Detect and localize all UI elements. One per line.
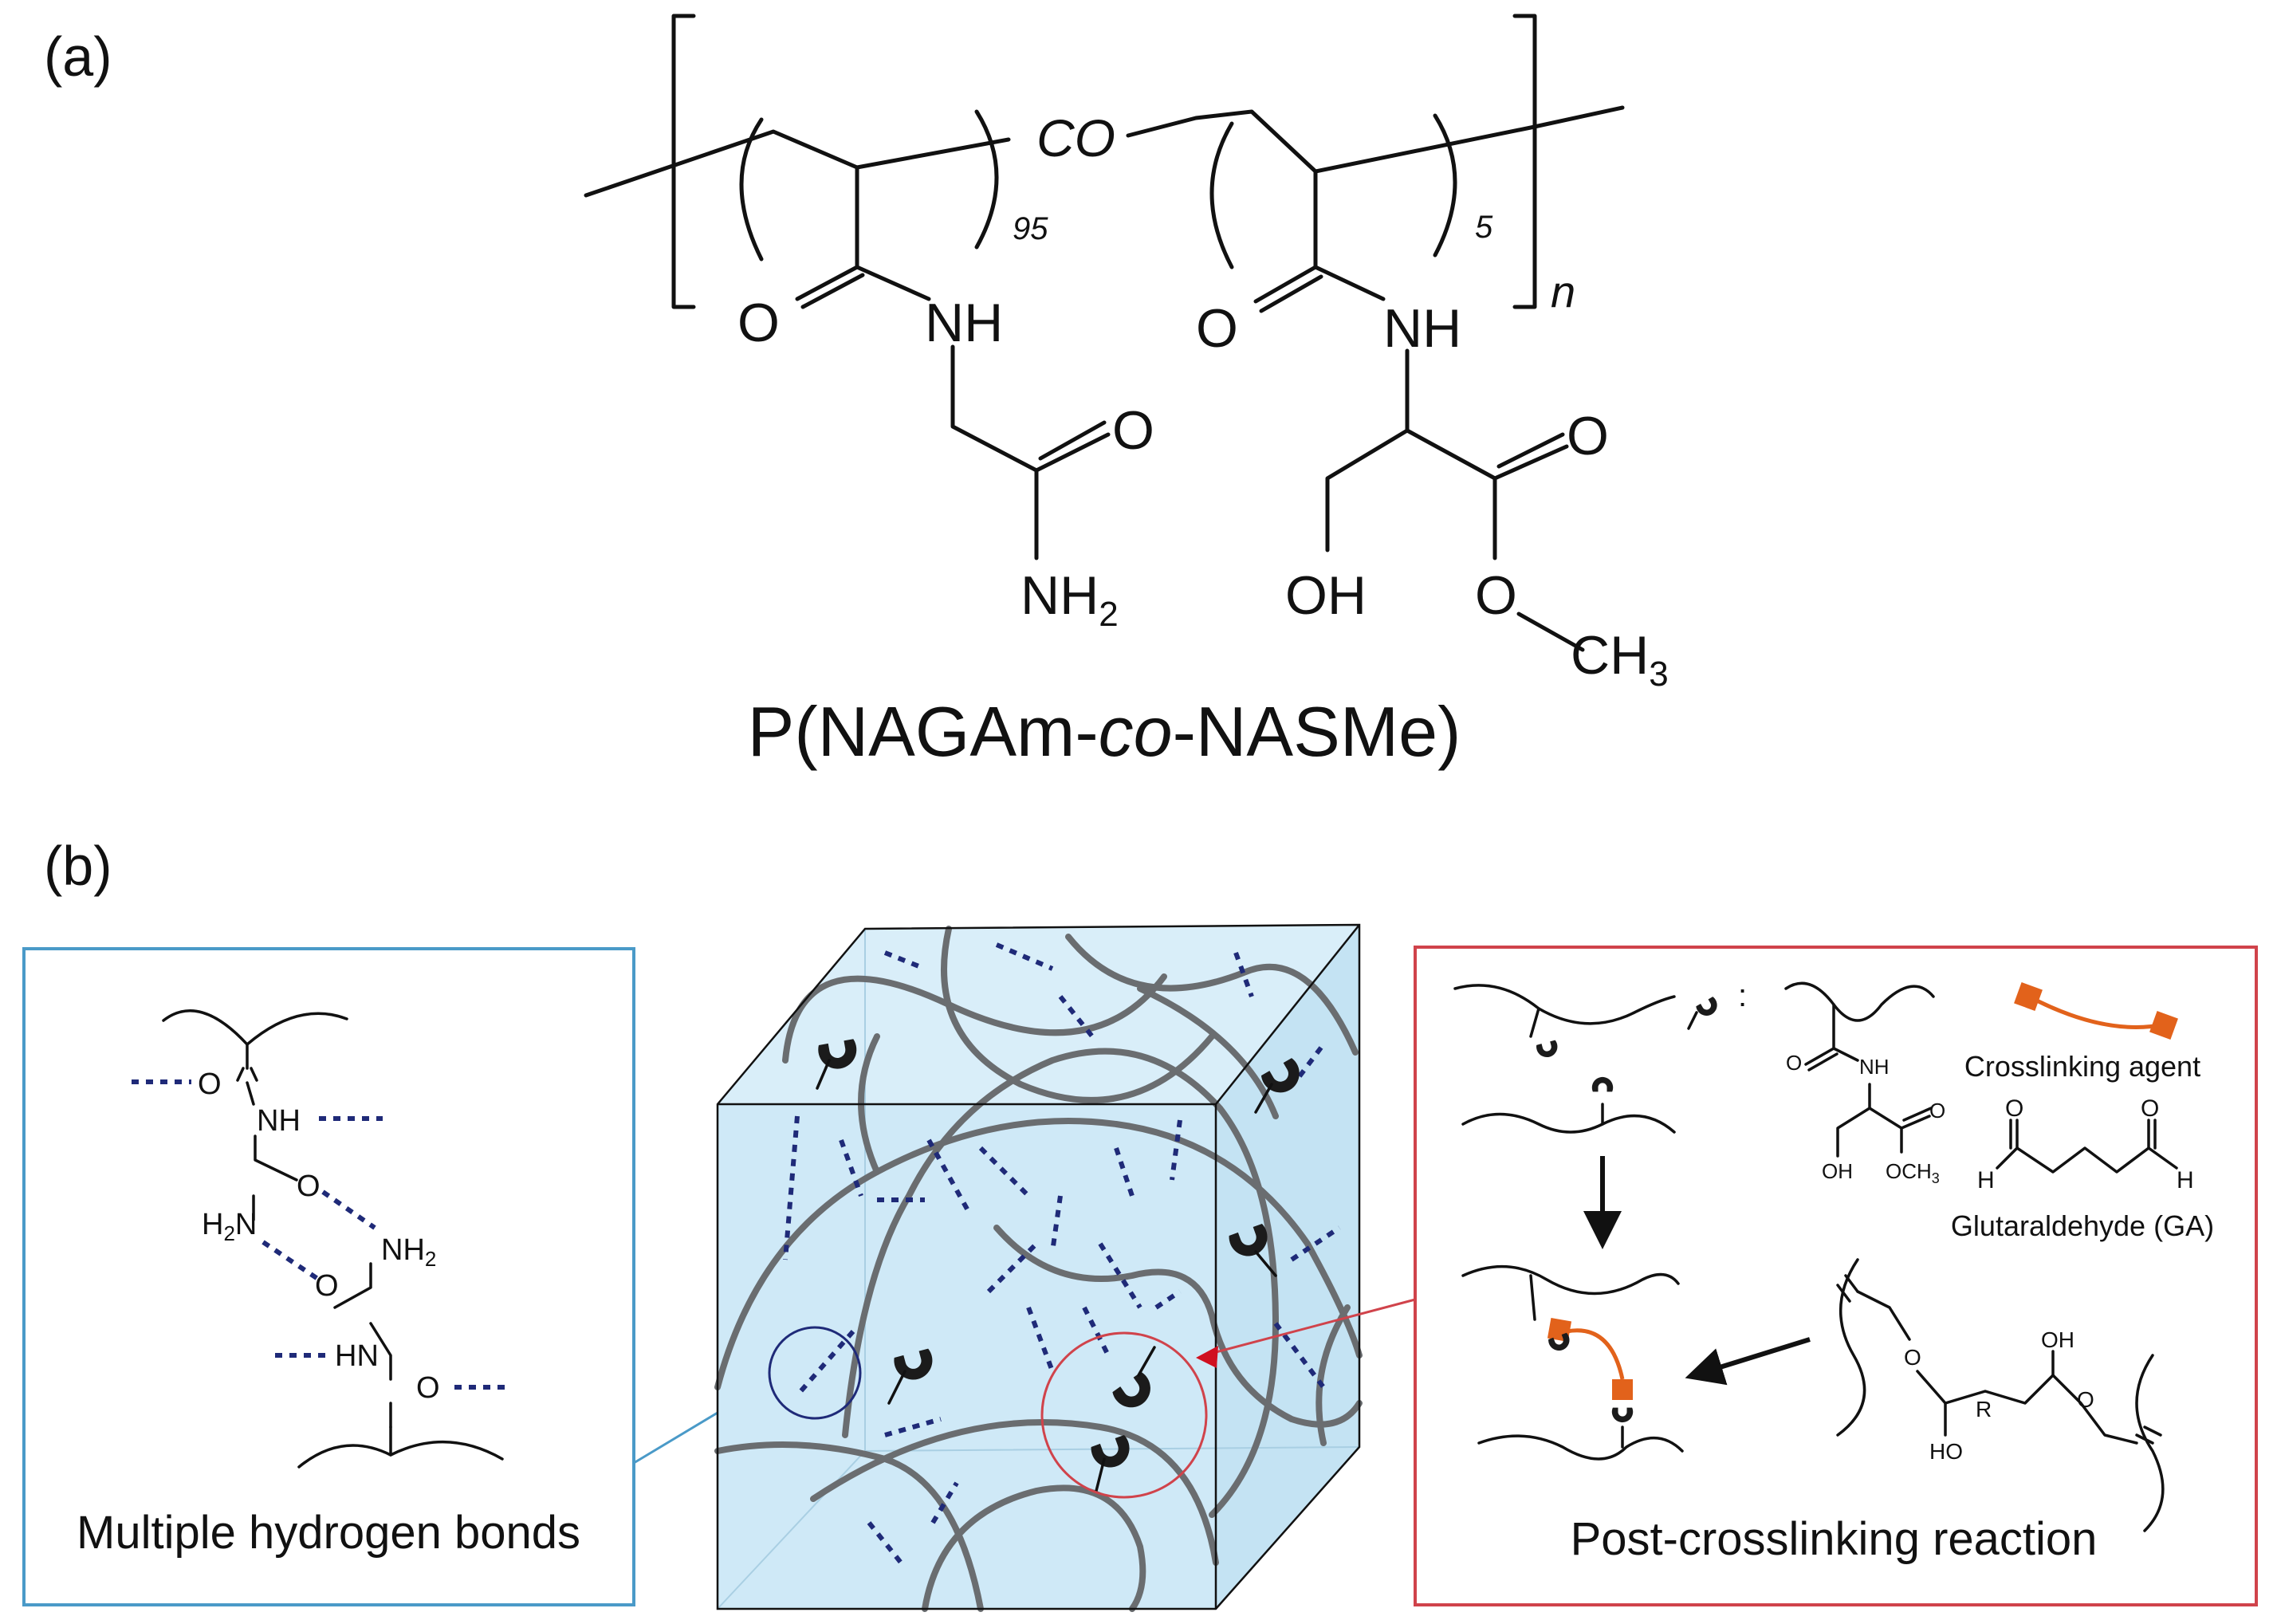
atom-ch3: CH3 bbox=[1571, 625, 1669, 694]
atom-o: O bbox=[1112, 400, 1154, 461]
atom-o: O bbox=[297, 1170, 321, 1203]
crosslink-highlight-circle bbox=[1040, 1331, 1208, 1499]
atom-nh: NH bbox=[925, 293, 1003, 353]
polymer-structure: CO 95 5 n O NH O NH2 O NH O OH O CH3 bbox=[584, 14, 1669, 694]
atom-h: H bbox=[1977, 1167, 1995, 1193]
atom-hn: HN bbox=[335, 1339, 379, 1373]
hydrogen-bond-highlight-circle bbox=[768, 1326, 862, 1420]
atom-nh: NH bbox=[257, 1104, 301, 1138]
panel-b-label: (b) bbox=[44, 835, 112, 897]
subscript-5: 5 bbox=[1475, 210, 1493, 245]
atom-r: R bbox=[1976, 1397, 1992, 1421]
atom-nh: NH bbox=[1383, 298, 1461, 359]
atom-o: O bbox=[2077, 1387, 2094, 1412]
atom-oh: OH bbox=[2041, 1327, 2074, 1352]
atom-och3: OCH3 bbox=[1886, 1159, 1940, 1186]
colon-symbol: : bbox=[1738, 978, 1747, 1013]
subscript-n: n bbox=[1551, 266, 1575, 317]
atom-nh2: NH2 bbox=[381, 1233, 436, 1271]
crosslinker-label: Crosslinking agent bbox=[1964, 1050, 2200, 1083]
atom-o: O bbox=[2141, 1095, 2159, 1122]
atom-o: O bbox=[1786, 1051, 1802, 1075]
hydrogen-bond-caption: Multiple hydrogen bonds bbox=[77, 1507, 580, 1559]
atom-oh: OH bbox=[1285, 565, 1367, 626]
post-crosslinking-box: : O NH O OH OCH3 Crosslinking a bbox=[1414, 946, 2258, 1606]
atom-o: O bbox=[198, 1068, 222, 1101]
atom-oh: OH bbox=[1822, 1159, 1853, 1183]
atom-o: O bbox=[1475, 565, 1517, 626]
subscript-95: 95 bbox=[1013, 211, 1048, 246]
atom-o: O bbox=[1567, 406, 1609, 466]
red-connector-arrowhead bbox=[1196, 1346, 1218, 1368]
hydrogen-bond-box: O NH O H2N NH2 O HN O Multiple hydrogen … bbox=[22, 947, 635, 1606]
polymer-name: P(NAGAm-co-NASMe) bbox=[748, 692, 1461, 771]
atom-ho: HO bbox=[1929, 1439, 1963, 1464]
panel-a-label: (a) bbox=[44, 26, 112, 88]
ga-label: Glutaraldehyde (GA) bbox=[1951, 1209, 2214, 1242]
atom-o: O bbox=[416, 1371, 440, 1405]
atom-o: O bbox=[1196, 298, 1238, 359]
atom-o: O bbox=[1929, 1099, 1945, 1123]
atom-o: O bbox=[737, 293, 780, 353]
post-crosslinking-caption: Post-crosslinking reaction bbox=[1571, 1513, 2098, 1565]
atom-o: O bbox=[315, 1269, 339, 1303]
atom-h2n: H2N bbox=[202, 1208, 257, 1245]
atom-nh: NH bbox=[1859, 1055, 1890, 1079]
atom-h: H bbox=[2177, 1167, 2194, 1193]
red-connector-line bbox=[1203, 1298, 1416, 1357]
copolymer-co-label: CO bbox=[1036, 108, 1115, 167]
atom-o: O bbox=[2005, 1095, 2023, 1122]
atom-o: O bbox=[1904, 1345, 1921, 1370]
hydrogel-cube bbox=[714, 923, 1363, 1612]
atom-nh2: NH2 bbox=[1021, 565, 1119, 634]
